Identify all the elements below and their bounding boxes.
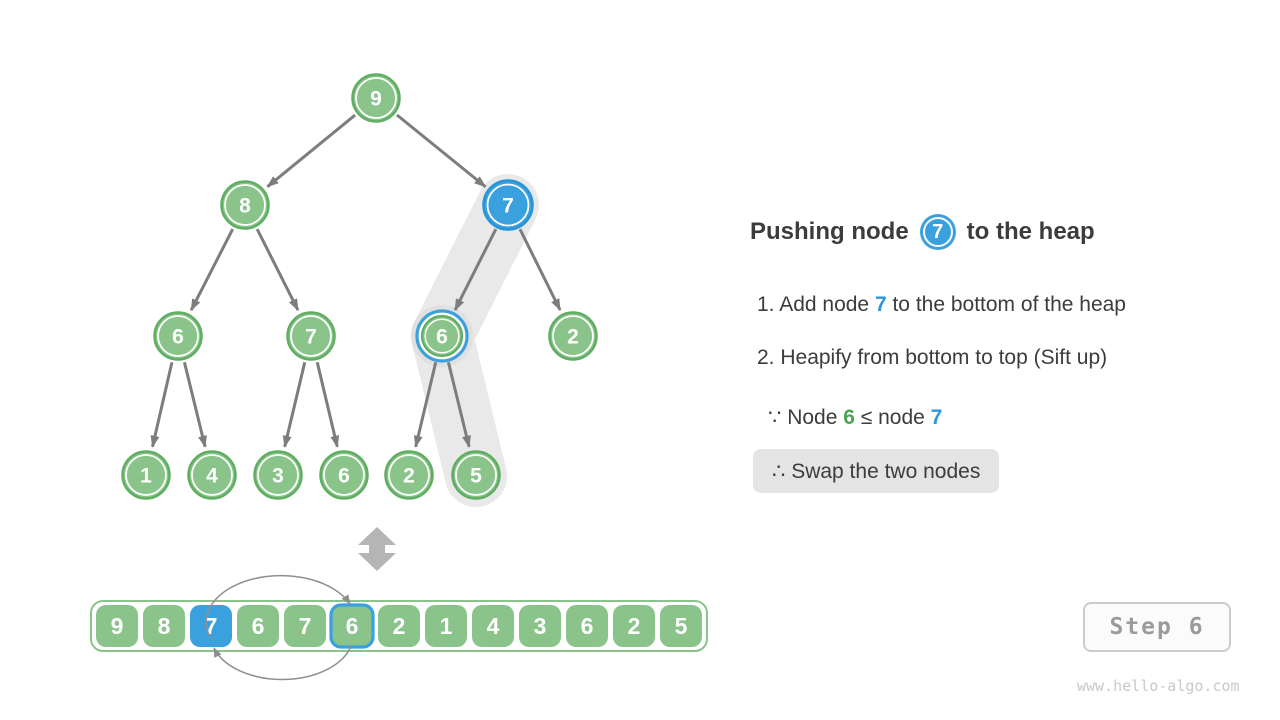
array-cell-value: 5 xyxy=(675,613,688,639)
array-cell-value: 6 xyxy=(252,613,265,639)
array-cell: 8 xyxy=(143,605,185,647)
array-cell: 2 xyxy=(378,605,420,647)
tree-node-7: 7 xyxy=(482,179,534,231)
because-line: ∵ Node 6 ≤ node 7 xyxy=(768,405,942,430)
swap-arrow xyxy=(205,574,352,681)
tree-node-value: 7 xyxy=(502,195,514,218)
tree-node-1: 1 xyxy=(121,450,171,500)
array-cell: 6 xyxy=(566,605,608,647)
array-cell-value: 1 xyxy=(440,613,453,639)
tree-node-7: 7 xyxy=(286,311,336,361)
array-cell-value: 9 xyxy=(111,613,124,639)
tree-node-value: 6 xyxy=(172,326,184,349)
tree-node-6: 6 xyxy=(319,450,369,500)
array-cell-value: 2 xyxy=(628,613,641,639)
swap-arrow-bottom-arc xyxy=(213,645,352,681)
tree-array-sync-arrow-icon xyxy=(358,527,396,571)
tree-edges xyxy=(150,113,562,448)
array-cell: 9 xyxy=(96,605,138,647)
tree-edge xyxy=(413,361,438,448)
array-cell-value: 6 xyxy=(346,613,359,639)
tree-node-3: 3 xyxy=(253,450,303,500)
tree-node-4: 4 xyxy=(187,450,237,500)
pushed-node-value: 7 xyxy=(932,220,944,243)
tree-edge xyxy=(150,361,174,448)
text-segment: ∵ Node xyxy=(768,406,844,429)
tree-node-value: 3 xyxy=(272,465,284,488)
tree-node-5: 5 xyxy=(451,450,501,500)
tree-edge xyxy=(518,228,562,311)
title-suffix: to the heap xyxy=(966,218,1095,245)
tree-node-2: 2 xyxy=(548,311,598,361)
tree-node-value: 5 xyxy=(470,465,482,488)
panel-title: Pushing node 7 to the heap xyxy=(750,212,1095,252)
tree-node-2: 2 xyxy=(384,450,434,500)
tree-node-9: 9 xyxy=(351,73,401,123)
tree-node-value: 1 xyxy=(140,465,152,488)
tree-node-8: 8 xyxy=(220,180,270,230)
tree-edge xyxy=(189,228,235,312)
pushed-node-badge: 7 xyxy=(919,214,956,250)
array-cell-value: 6 xyxy=(581,613,594,639)
array-cell: 6 xyxy=(237,605,279,647)
conclusion-text: ∴ Swap the two nodes xyxy=(772,459,981,483)
array-cell: 6 xyxy=(329,603,375,649)
instruction-step-2: 2. Heapify from bottom to top (Sift up) xyxy=(757,346,1107,370)
array-cell: 1 xyxy=(425,605,467,647)
tree-node-value: 6 xyxy=(338,465,350,488)
tree-node-6: 6 xyxy=(415,309,469,363)
tree-nodes: 9 8 7 6 7 6 2 1 4 3 6 2 5 xyxy=(121,73,598,500)
array-cell: 4 xyxy=(472,605,514,647)
tree-edge xyxy=(266,113,357,188)
text-segment: 2. Heapify from bottom to top (Sift up) xyxy=(757,346,1108,369)
text-segment: to the bottom of the heap xyxy=(886,293,1126,316)
swap-arrow-top-arc xyxy=(205,574,351,641)
tree-node-value: 2 xyxy=(567,326,579,349)
tree-node-value: 4 xyxy=(206,465,218,488)
tree-node-6: 6 xyxy=(153,311,203,361)
instruction-step-1: 1. Add node 7 to the bottom of the heap xyxy=(757,293,1126,317)
array-cell: 5 xyxy=(660,605,702,647)
tree-edge xyxy=(453,228,498,311)
array-cell-value: 7 xyxy=(299,613,312,639)
text-segment: 7 xyxy=(874,293,887,316)
tree-node-value: 6 xyxy=(436,326,448,349)
tree-edge xyxy=(315,361,340,448)
text-segment: ≤ node xyxy=(854,406,931,429)
array-cell-value: 3 xyxy=(534,613,547,639)
tree-edge xyxy=(182,361,207,448)
text-segment: 6 xyxy=(843,406,855,429)
array-cell: 2 xyxy=(613,605,655,647)
tree-node-value: 2 xyxy=(403,465,415,488)
array-cell-value: 2 xyxy=(393,613,406,639)
step-indicator: Step 6 xyxy=(1083,602,1231,652)
title-prefix: Pushing node xyxy=(750,218,909,245)
conclusion-pill: ∴ Swap the two nodes xyxy=(753,449,1000,493)
array-cell-value: 8 xyxy=(158,613,171,639)
tree-edge xyxy=(446,361,471,448)
array-cell: 3 xyxy=(519,605,561,647)
text-segment: 7 xyxy=(930,406,943,429)
array-cell: 7 xyxy=(190,605,232,647)
watermark: www.hello-algo.com xyxy=(1077,677,1240,695)
tree-edge xyxy=(282,361,307,448)
tree-edge xyxy=(396,113,487,188)
text-segment: 1. Add node xyxy=(757,293,875,316)
array-cell-value: 4 xyxy=(487,613,500,639)
array-cell: 7 xyxy=(284,605,326,647)
tree-node-value: 8 xyxy=(239,195,251,218)
tree-edge xyxy=(255,228,300,311)
tree-node-value: 7 xyxy=(305,326,317,349)
tree-node-value: 9 xyxy=(370,88,382,111)
